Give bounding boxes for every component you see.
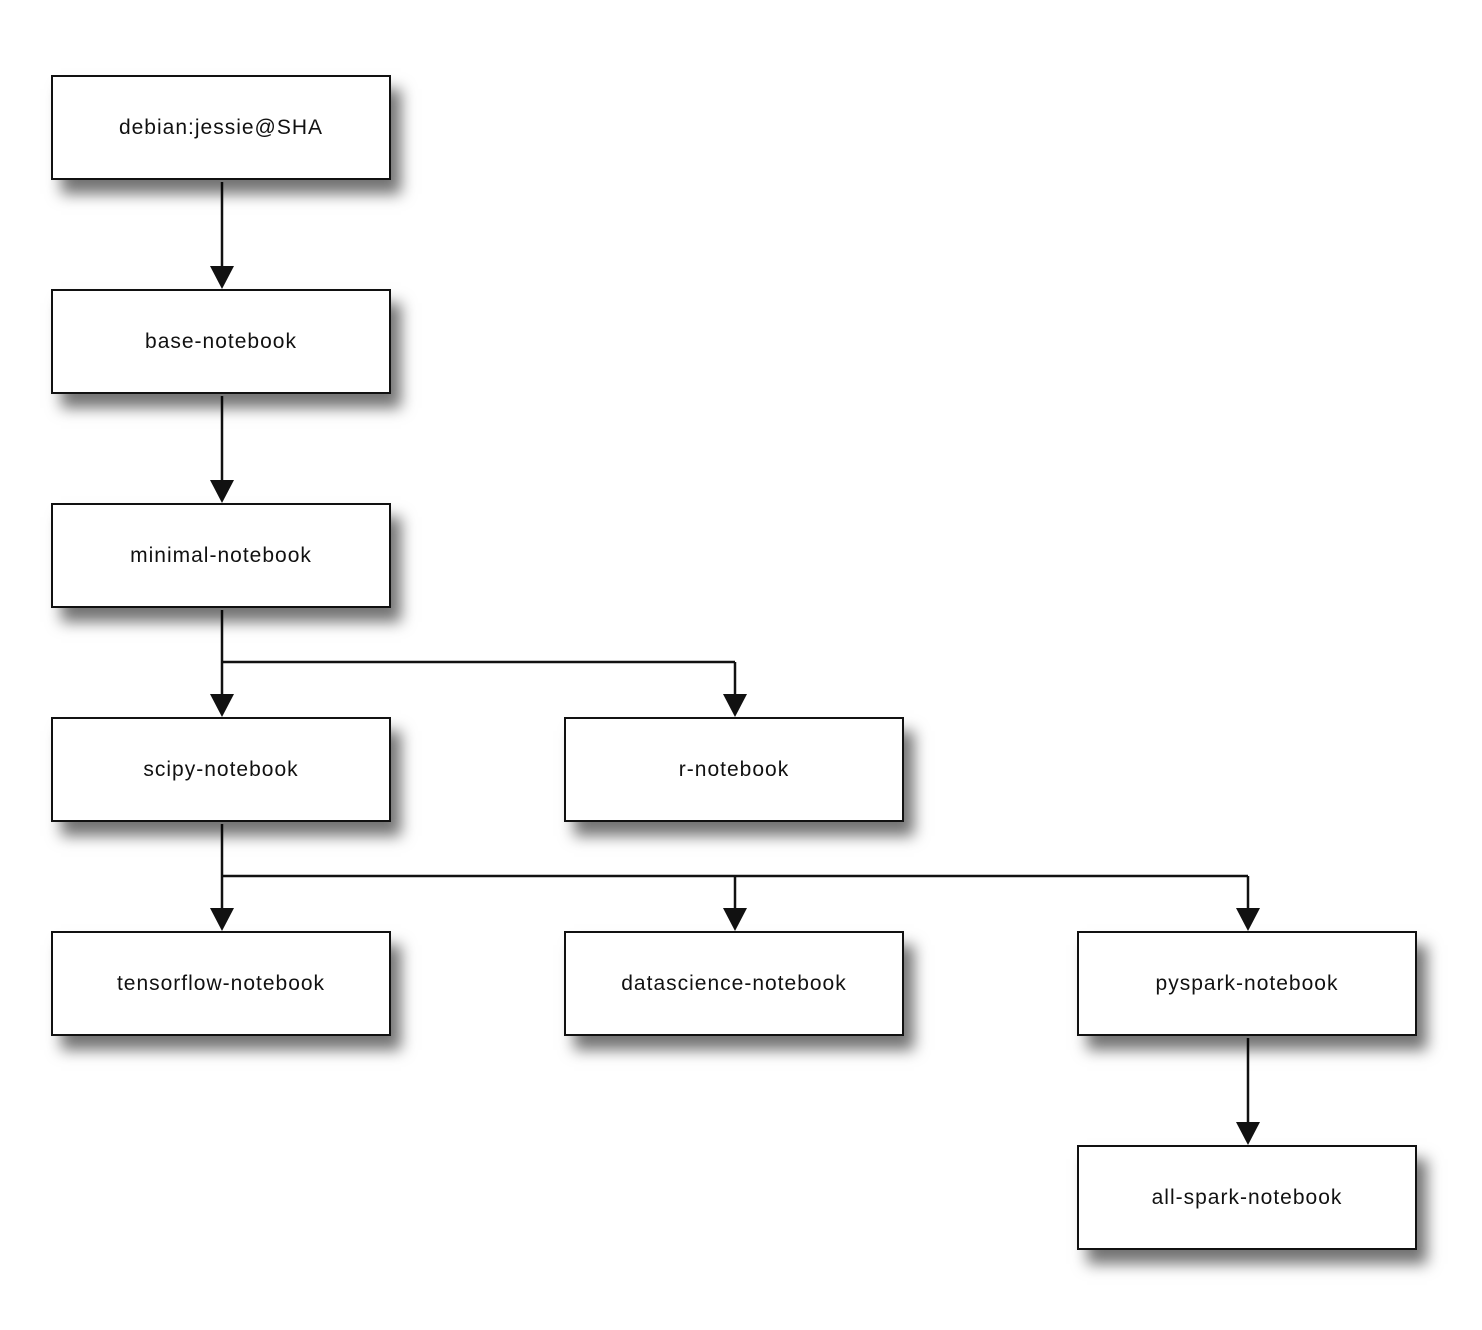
arrowhead-to-datascience bbox=[723, 908, 747, 931]
node-label: tensorflow-notebook bbox=[116, 971, 326, 995]
node-tensorflow-notebook: tensorflow-notebook bbox=[51, 931, 391, 1036]
arrowhead-to-r bbox=[723, 694, 747, 717]
node-pyspark-notebook: pyspark-notebook bbox=[1077, 931, 1417, 1036]
arrowhead-to-pyspark bbox=[1236, 908, 1260, 931]
arrowhead-to-allspark bbox=[1236, 1122, 1260, 1145]
node-label: all-spark-notebook bbox=[1151, 1185, 1343, 1209]
node-label: pyspark-notebook bbox=[1155, 971, 1339, 995]
node-label: r-notebook bbox=[678, 757, 790, 781]
node-label: minimal-notebook bbox=[130, 543, 312, 567]
arrowhead-to-tensorflow bbox=[210, 908, 234, 931]
node-scipy-notebook: scipy-notebook bbox=[51, 717, 391, 822]
node-r-notebook: r-notebook bbox=[564, 717, 904, 822]
node-datascience-notebook: datascience-notebook bbox=[564, 931, 904, 1036]
node-label: debian:jessie@SHA bbox=[118, 115, 324, 139]
node-base-notebook: base-notebook bbox=[51, 289, 391, 394]
node-debian-jessie: debian:jessie@SHA bbox=[51, 75, 391, 180]
node-label: base-notebook bbox=[145, 329, 297, 353]
arrowhead-to-minimal bbox=[210, 480, 234, 503]
arrowhead-to-scipy bbox=[210, 694, 234, 717]
node-all-spark-notebook: all-spark-notebook bbox=[1077, 1145, 1417, 1250]
node-label: scipy-notebook bbox=[143, 757, 299, 781]
node-label: datascience-notebook bbox=[621, 971, 847, 995]
node-minimal-notebook: minimal-notebook bbox=[51, 503, 391, 608]
arrowhead-to-base bbox=[210, 266, 234, 289]
